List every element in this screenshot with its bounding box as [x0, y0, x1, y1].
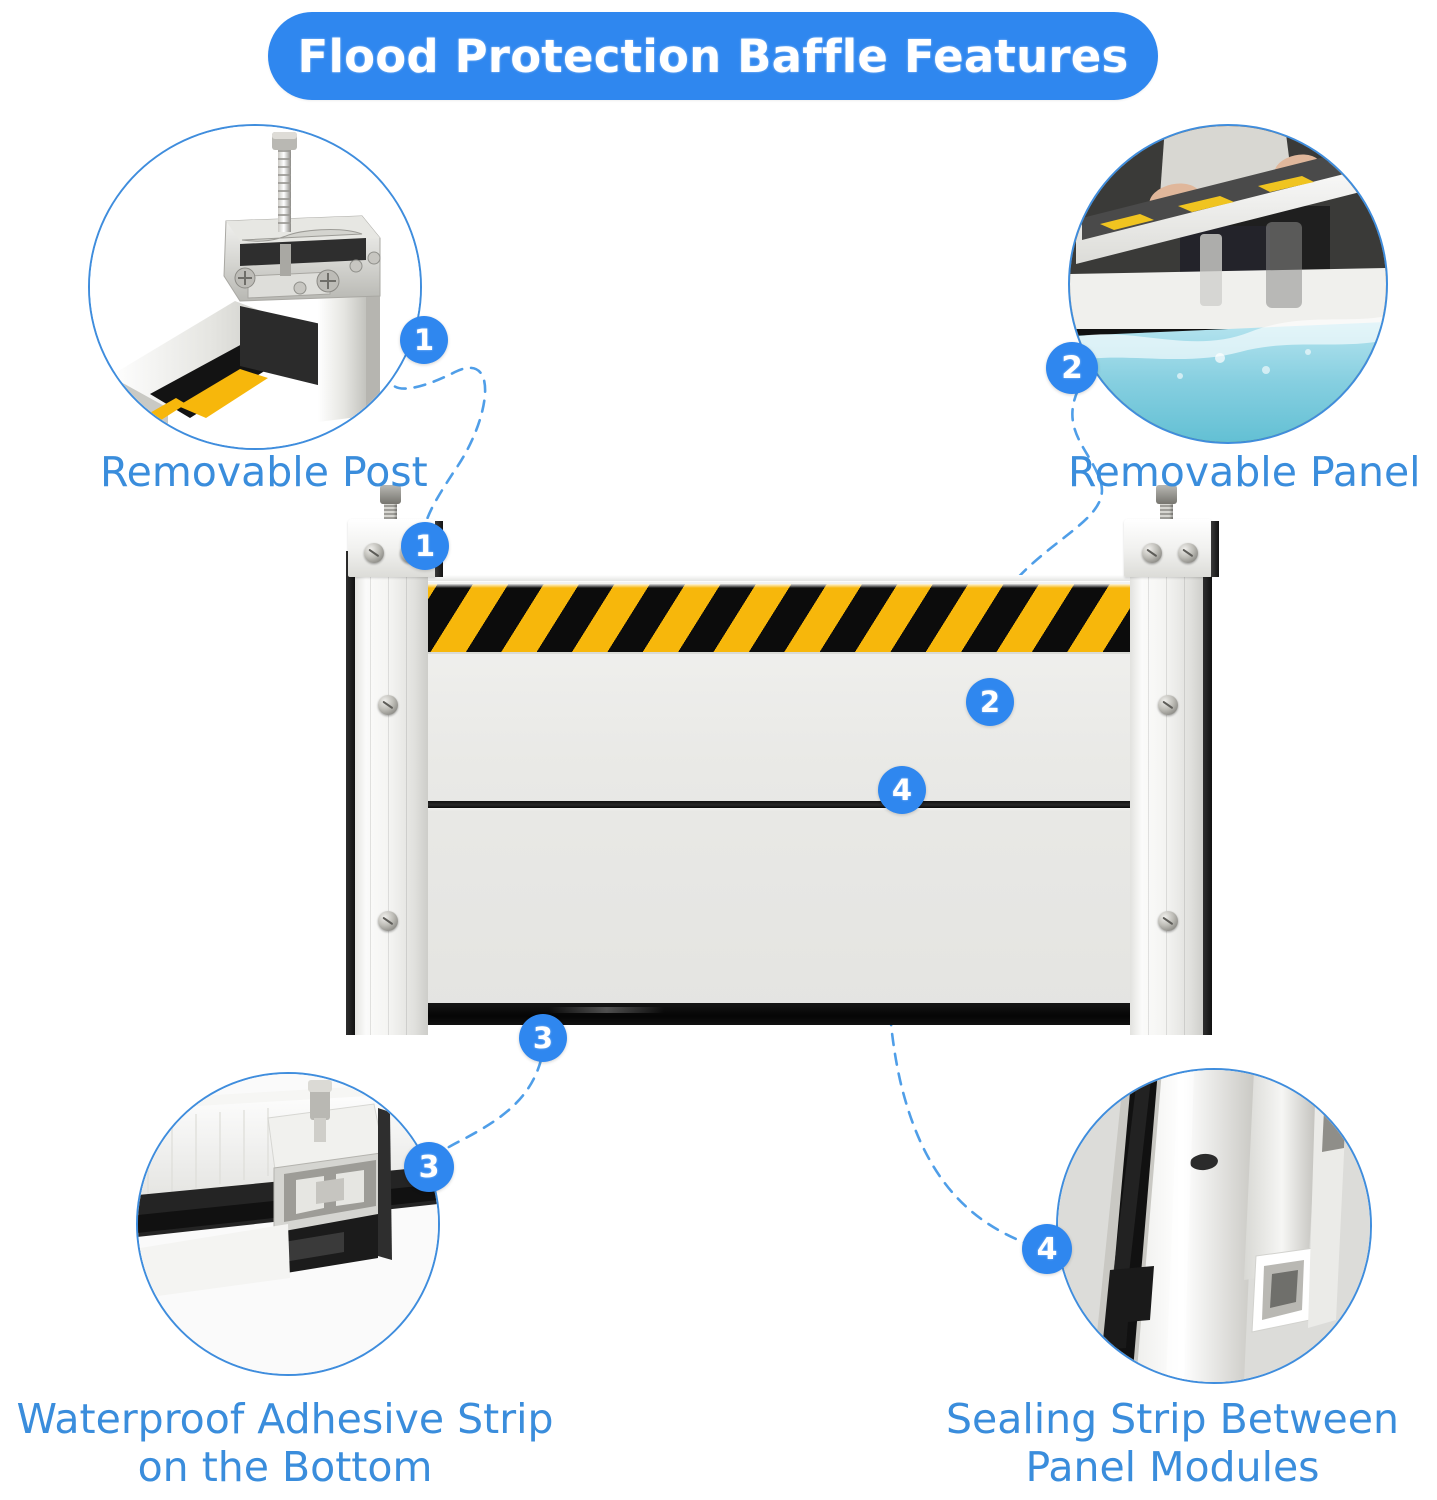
caption-removable-panel: Removable Panel [1068, 448, 1421, 496]
product-badge-4-number: 4 [891, 773, 913, 807]
inset-badge-1: 1 [400, 316, 448, 364]
sealing-strip-photo [1058, 1070, 1370, 1382]
page-title-pill: Flood Protection Baffle Features [268, 12, 1158, 100]
left-post-groove-a [370, 551, 371, 1035]
right-post-screw-upper [1158, 695, 1178, 715]
left-post-dark-edge [346, 551, 355, 1035]
module-seam [420, 801, 1138, 808]
right-bracket-shadow [1211, 521, 1219, 577]
inset-badge-2-number: 2 [1061, 350, 1083, 386]
left-post-groove-c [406, 551, 407, 1035]
product-badge-3-number: 3 [532, 1021, 554, 1055]
caption-sealing-strip: Sealing Strip Between Panel Modules [945, 1395, 1399, 1491]
waterproof-adhesive-strip-photo [138, 1074, 438, 1374]
removable-post-photo [90, 126, 420, 448]
panel-top-lip [420, 575, 1138, 584]
right-post-screw-lower [1158, 911, 1178, 931]
inset-badge-3: 3 [404, 1142, 454, 1192]
left-post-screw-lower [378, 911, 398, 931]
page-title: Flood Protection Baffle Features [297, 29, 1129, 83]
inset-sealing-strip [1056, 1068, 1372, 1384]
inset-badge-3-number: 3 [418, 1149, 440, 1185]
module-seam-highlight [420, 808, 1138, 811]
inset-badge-2: 2 [1046, 342, 1098, 394]
caption-removable-post: Removable Post [100, 448, 428, 496]
inset-badge-4: 4 [1022, 1224, 1072, 1274]
left-post-groove-b [388, 551, 389, 1035]
inset-badge-1-number: 1 [413, 323, 435, 357]
left-post [346, 551, 428, 1035]
right-bracket-screw-b [1178, 543, 1198, 563]
right-bracket-screw-a [1142, 543, 1162, 563]
removable-panel-photo [1070, 126, 1386, 442]
hazard-stripe-band [420, 584, 1138, 654]
right-post-groove-a [1148, 551, 1149, 1035]
product-badge-2-number: 2 [979, 685, 1001, 719]
right-top-bracket [1124, 519, 1219, 577]
product-badge-2: 2 [966, 678, 1014, 726]
inset-removable-panel [1068, 124, 1388, 444]
right-post [1130, 551, 1212, 1035]
rod-knob-left [380, 485, 401, 504]
product-badge-1-number: 1 [414, 529, 436, 563]
flood-protection-baffle-illustration [346, 485, 1219, 1045]
inset-badge-4-number: 4 [1036, 1231, 1058, 1267]
right-post-dark-edge [1203, 551, 1212, 1035]
left-bracket-screw-a [364, 543, 384, 563]
inset-waterproof-adhesive-strip [136, 1072, 440, 1376]
left-post-screw-upper [378, 695, 398, 715]
right-post-groove-c [1184, 551, 1185, 1035]
product-badge-4: 4 [878, 766, 926, 814]
right-post-groove-b [1166, 551, 1167, 1035]
bottom-adhesive-strip [420, 1003, 1138, 1025]
inset-removable-post [88, 124, 422, 450]
product-badge-3: 3 [519, 1014, 567, 1062]
rod-knob-right [1156, 485, 1177, 504]
product-badge-1: 1 [401, 522, 449, 570]
caption-waterproof-adhesive-strip: Waterproof Adhesive Strip on the Bottom [16, 1395, 554, 1491]
